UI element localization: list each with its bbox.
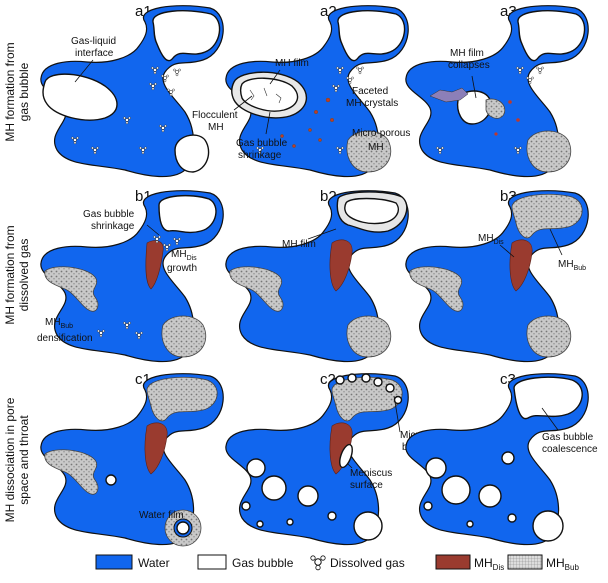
legend-label-gas-bubble: Gas bubble	[232, 556, 294, 570]
mhdis-label-b3: MHDis	[478, 233, 504, 246]
gas-bubble-shrinkage-label-b1-1: Gas bubble	[83, 209, 135, 220]
legend-label-dissolved-gas: Dissolved gas	[330, 556, 405, 570]
row-label-b-line2: dissolved gas	[17, 239, 31, 312]
gas-bubble-shrinkage-label-b1-2: shrinkage	[91, 221, 135, 232]
gas-bubble-shrinkage-label-a2-1: Gas bubble	[236, 138, 288, 149]
panel-b1: b1 Gas bubble shrinkage MHDis growth MHB…	[37, 188, 224, 363]
gas-liquid-interface-label-2: interface	[75, 48, 114, 59]
meniscus-surface-label-2: surface	[350, 480, 383, 491]
mhbub-densification-label-2: densification	[37, 333, 93, 344]
micro-porous-mh-label-2: MH	[368, 142, 384, 153]
mh-film-label-b2: MH film	[282, 239, 316, 250]
panel-a2: a2 MH film Flocculent MH Gas bubble shri…	[192, 3, 410, 178]
mh-film-label-a2: MH film	[275, 58, 309, 69]
gas-liquid-interface-label-1: Gas-liquid	[71, 36, 116, 47]
micro-porous-mh-label-1: Micro-porous	[352, 128, 410, 139]
panel-a1: a1 Gas-liquid interface	[40, 3, 224, 178]
water-film-label: Water film	[139, 510, 184, 521]
flocculent-mh-label-2: MH	[208, 122, 224, 133]
panel-c3: c3 Gas bubble coalescence	[405, 371, 598, 546]
micro-bubbles	[241, 373, 403, 541]
legend-swatch-water	[95, 554, 133, 570]
faceted-crystals	[494, 100, 520, 136]
row-label-b: MH formation from dissolved gas	[3, 225, 31, 324]
faceted-crystals-label-2: MH crystals	[346, 98, 398, 109]
row-label-c-line1: MH dissociation in pore	[3, 397, 17, 522]
legend-swatch-gas-bubble	[197, 554, 227, 570]
mh-film-collapses-label-1: MH film	[450, 48, 484, 59]
flocculent-mh-label-1: Flocculent	[192, 110, 238, 121]
mh-film-collapses-label-2: collapses	[448, 60, 490, 71]
row-label-a-line2: gas bubble	[17, 62, 31, 121]
dissolved-gas-icon	[310, 555, 326, 571]
panel-a3: a3 MH film collapses	[405, 3, 589, 178]
panel-c2: c2 Micro gas bubble Meniscus surface	[225, 371, 443, 546]
panel-b2: b2 MH film	[225, 188, 409, 363]
legend-swatch-mhbub	[507, 554, 543, 570]
legend-label-mhbub: MHBub	[546, 556, 579, 572]
row-label-c: MH dissociation in pore space and throat	[3, 397, 31, 522]
meniscus-surface-label-1: Meniscus	[350, 468, 392, 479]
row-label-b-line1: MH formation from	[3, 225, 17, 324]
row-label-a-line1: MH formation from	[3, 42, 17, 141]
row-label-a: MH formation from gas bubble	[3, 42, 31, 141]
legend-swatch-mhdis	[435, 554, 471, 570]
row-label-c-line2: space and throat	[17, 415, 31, 505]
faceted-crystals-label-1: Faceted	[352, 86, 388, 97]
panel-c1: c1 Water film	[40, 371, 224, 547]
gas-bubble-shrinkage-label-a2-2: shrinkage	[238, 150, 282, 161]
gas-bubble-coalescence-label-1: Gas bubble	[542, 432, 594, 443]
mhbub-densification-label: MHBub	[45, 317, 73, 330]
gas-bubble-coalescence-label-2: coalescence	[542, 444, 598, 455]
panel-b3: b3 MHDis MHBub	[405, 188, 589, 363]
mhdis-growth-label: MHDis	[171, 249, 197, 262]
coalesced-bubbles	[423, 451, 564, 542]
legend: Water Gas bubble Dissolved gas MHDis MHB…	[95, 554, 579, 572]
legend-label-mhdis: MHDis	[474, 556, 504, 572]
mhdis-growth-label-2: growth	[167, 263, 197, 274]
mhbub-label-b3: MHBub	[558, 259, 586, 272]
faceted-crystals	[280, 97, 334, 148]
legend-label-water: Water	[138, 556, 170, 570]
